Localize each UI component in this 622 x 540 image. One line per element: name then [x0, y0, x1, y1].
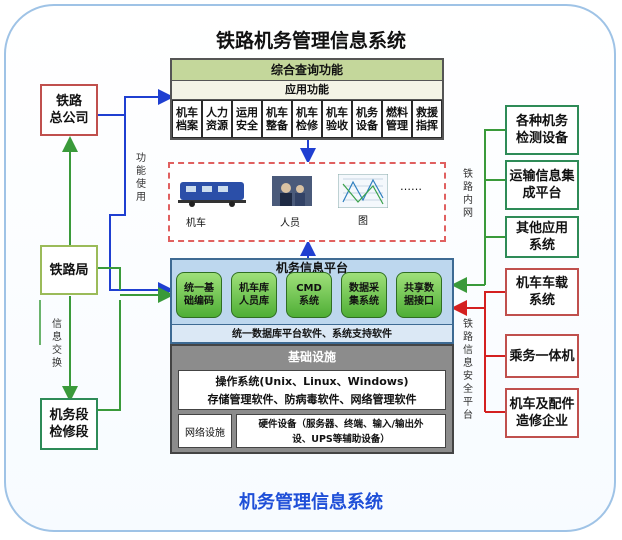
display-label-chart: 图	[358, 216, 368, 227]
module-safety: 运用 安全	[232, 100, 262, 138]
module-locomotive-archive: 机车 档案	[172, 100, 202, 138]
entity-railway-bureau: 铁路局	[40, 245, 98, 295]
chart-image	[338, 174, 388, 208]
display-label-personnel: 人员	[280, 218, 300, 229]
diagram-caption: 机务管理信息系统	[239, 492, 383, 513]
module-equipment: 机务 设备	[352, 100, 382, 138]
display-label-locomotive: 机车	[186, 218, 206, 229]
module-servicing: 机车 整备	[262, 100, 292, 138]
label-info-exchange: 信息交换	[52, 319, 62, 369]
module-hr: 人力 资源	[202, 100, 232, 138]
entity-railway-corporation: 铁路 总公司	[40, 84, 98, 136]
module-fuel: 燃料 管理	[382, 100, 412, 138]
entity-depot: 机务段 检修段	[40, 398, 98, 450]
person-image	[272, 176, 312, 206]
entity-manufacturers: 机车及配件 造修企业	[505, 388, 579, 438]
platform-bottom-bar: 统一数据库平台软件、系统支持软件	[170, 324, 454, 344]
module-acceptance: 机车 验收	[322, 100, 352, 138]
module-repair: 机车 检修	[292, 100, 322, 138]
platform-module-acquisition: 数据采 集系统	[341, 272, 387, 318]
diagram-title: 铁路机务管理信息系统	[215, 30, 406, 52]
entity-transport-platform: 运输信息集 成平台	[505, 160, 579, 210]
locomotive-image	[178, 182, 246, 207]
platform-module-interface: 共享数 据接口	[396, 272, 442, 318]
platform-title: 机务信息平台	[275, 261, 348, 275]
entity-other-systems: 其他应用 系统	[505, 216, 579, 258]
infra-software-os: 操作系统(Unix、Linux、Windows)	[215, 375, 409, 388]
entity-onboard-system: 机车车载 系统	[505, 268, 579, 316]
label-security-platform: 铁路信息安全平台	[463, 319, 473, 421]
infra-hardware: 硬件设备（服务器、终端、输入/输出外 设、UPS等辅助设备）	[236, 414, 446, 448]
query-title: 综合查询功能	[172, 60, 442, 81]
platform-module-repository: 机车库 人员库	[231, 272, 277, 318]
infra-software-mgmt: 存储管理软件、防病毒软件、网络管理软件	[207, 393, 417, 406]
display-ellipsis: ……	[400, 180, 422, 193]
infra-network: 网络设施	[178, 414, 232, 448]
app-title: 应用功能	[172, 81, 442, 100]
infra-software: 操作系统(Unix、Linux、Windows) 存储管理软件、防病毒软件、网络…	[178, 370, 446, 410]
entity-crew-device: 乘务一体机	[505, 334, 579, 378]
label-intranet: 铁路内网	[463, 169, 473, 219]
entity-detection-equipment: 各种机务 检测设备	[505, 105, 579, 155]
platform-module-cmd: CMD 系统	[286, 272, 332, 318]
platform-module-coding: 统一基 础编码	[176, 272, 222, 318]
label-function-use: 功能使用	[136, 153, 146, 203]
module-rescue: 救援 指挥	[412, 100, 442, 138]
infra-title: 基础设施	[287, 350, 336, 364]
